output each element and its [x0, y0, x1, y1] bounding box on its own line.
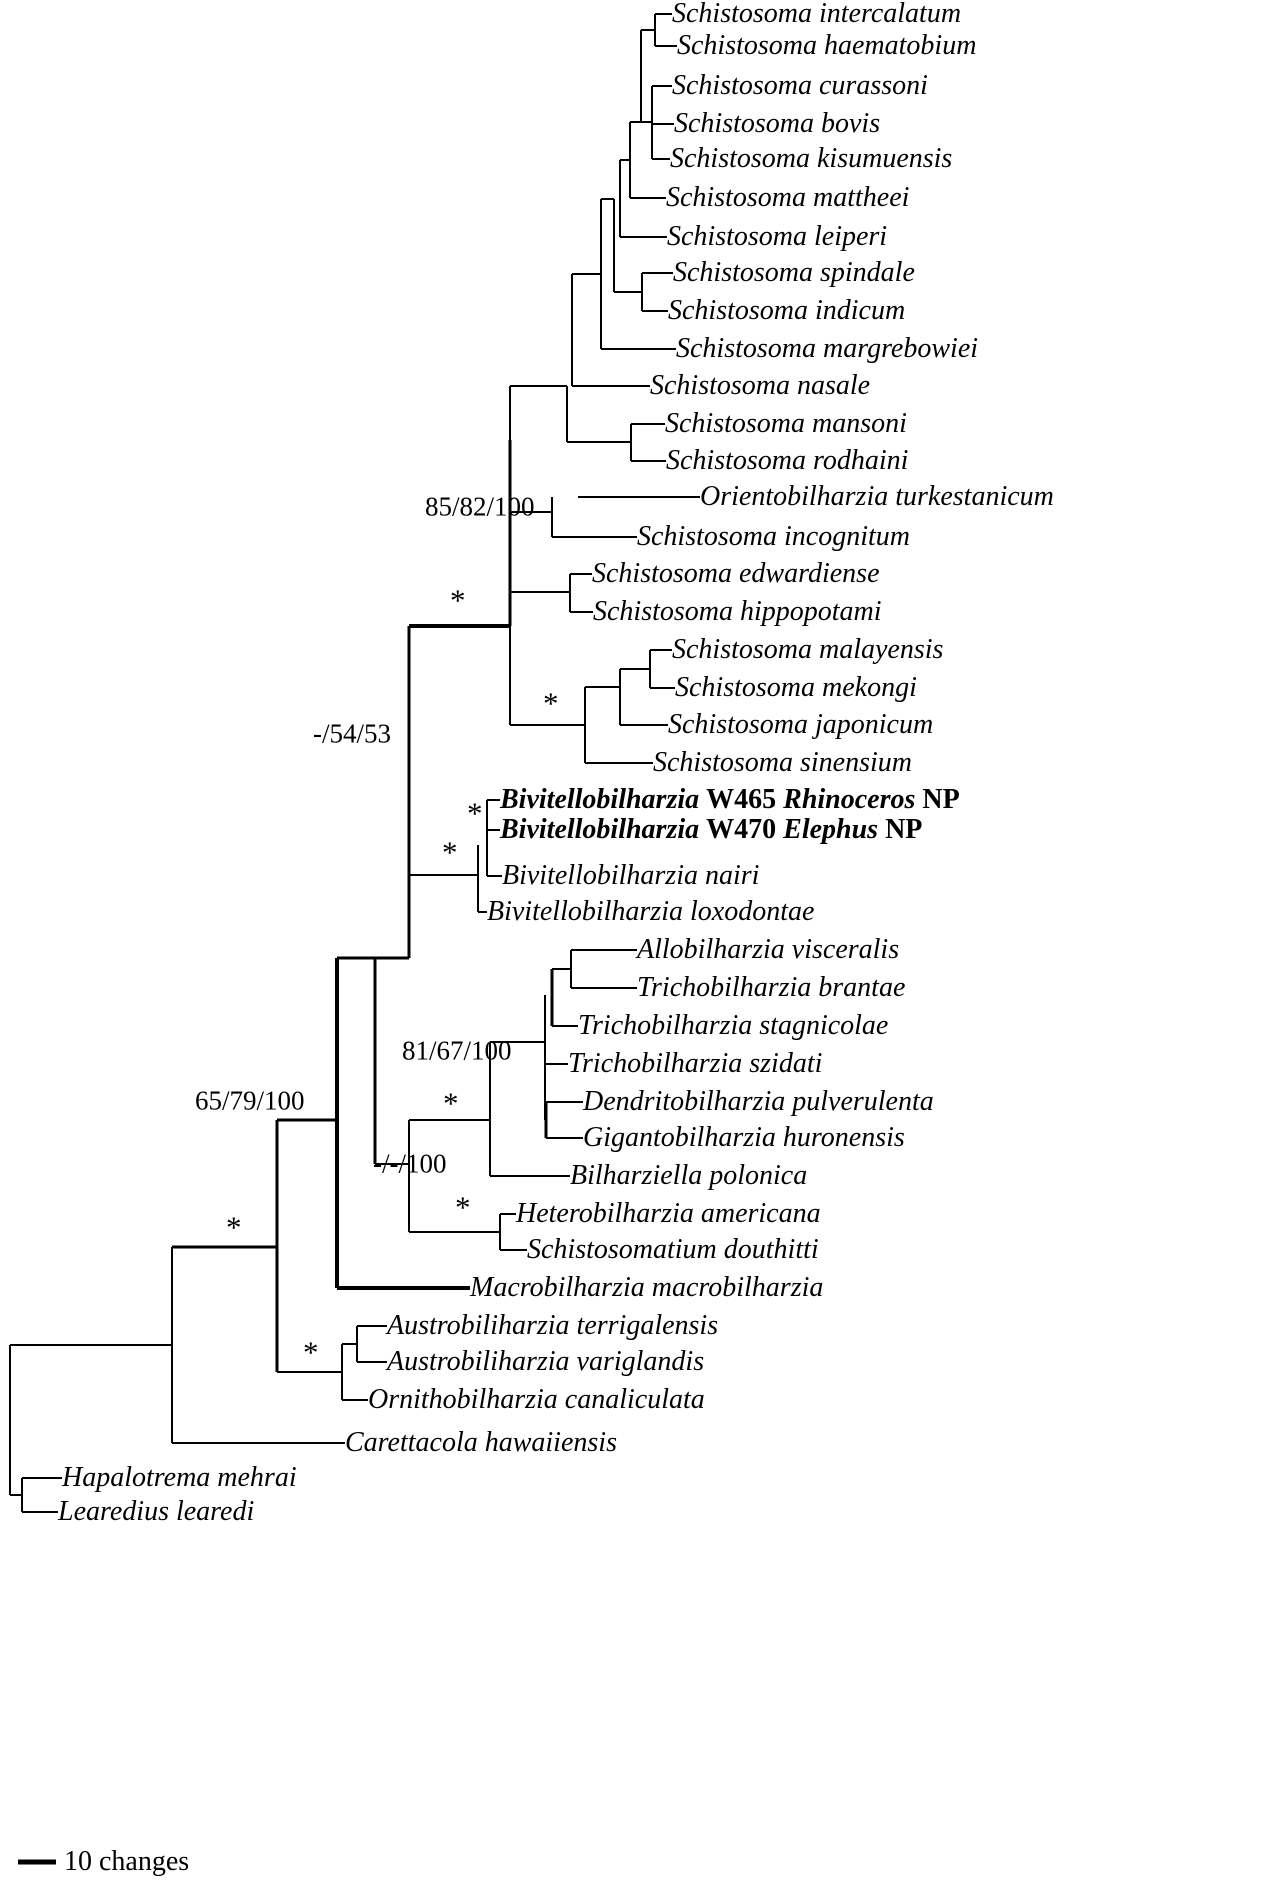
taxon-label-schistosoma-nasale: Schistosoma nasale [650, 370, 871, 401]
taxon-label-segment: NP [885, 814, 923, 845]
taxon-label-gigantobilharzia-huronensis: Gigantobilharzia huronensis [583, 1122, 905, 1153]
branch-support-label-54-53: -/54/53 [313, 718, 391, 749]
taxon-label-bivitellobilharzia-w465-rhinoceros-np: Bivitellobilharzia W465 Rhinoceros NP [500, 786, 960, 814]
taxon-label-bivitellobilharzia-loxodontae: Bivitellobilharzia loxodontae [487, 896, 815, 927]
scale-bar-label: 10 changes [64, 1846, 190, 1877]
taxon-label-schistosoma-sinensium: Schistosoma sinensium [653, 747, 912, 778]
taxon-label-schistosoma-leiperi: Schistosoma leiperi [667, 221, 888, 252]
taxon-label-schistosoma-kisumuensis: Schistosoma kisumuensis [670, 143, 953, 174]
taxon-label-schistosoma-incognitum: Schistosoma incognitum [637, 521, 910, 552]
taxon-label-hapalotrema-mehrai: Hapalotrema mehrai [62, 1462, 297, 1493]
taxon-label-schistosoma-mattheei: Schistosoma mattheei [666, 182, 910, 213]
branch-support-asterisk: * [443, 1085, 459, 1121]
branch-support-asterisk: * [226, 1209, 242, 1245]
branch-support-label-85-82-100: 85/82/100 [425, 491, 535, 522]
taxon-label-schistosoma-indicum: Schistosoma indicum [668, 295, 906, 326]
taxon-label-bivitellobilharzia-nairi: Bivitellobilharzia nairi [502, 860, 760, 891]
taxon-label-trichobilharzia-szidati: Trichobilharzia szidati [568, 1048, 823, 1079]
branch-support-label-100: -/-/100 [373, 1148, 447, 1179]
branch-support-label-81-67-100: 81/67/100 [402, 1035, 512, 1066]
taxon-label-orientobilharzia-turkestanicum: Orientobilharzia turkestanicum [700, 481, 1054, 512]
branch-support-label-65-79-100: 65/79/100 [195, 1085, 305, 1116]
taxon-label-dendritobilharzia-pulverulenta: Dendritobilharzia pulverulenta [583, 1086, 934, 1117]
taxon-label-austrobiliharzia-terrigalensis: Austrobiliharzia terrigalensis [387, 1310, 719, 1341]
taxon-label-segment: W470 [706, 814, 784, 845]
branch-support-asterisk: * [455, 1189, 471, 1225]
branch-support-asterisk: * [303, 1334, 319, 1370]
taxon-label-trichobilharzia-stagnicolae: Trichobilharzia stagnicolae [578, 1010, 889, 1041]
taxon-label-learedius-learedi: Learedius learedi [58, 1496, 255, 1527]
taxon-label-schistosoma-japonicum: Schistosoma japonicum [668, 709, 934, 740]
branch-support-asterisk: * [450, 582, 466, 618]
taxon-label-schistosoma-haematobium: Schistosoma haematobium [677, 30, 977, 61]
taxon-label-trichobilharzia-brantae: Trichobilharzia brantae [637, 972, 906, 1003]
taxon-label-bivitellobilharzia-w470-elephus-np: Bivitellobilharzia W470 Elephus NP [500, 816, 922, 844]
taxon-label-macrobilharzia-macrobilharzia: Macrobilharzia macrobilharzia [470, 1272, 824, 1303]
taxon-label-segment: Bivitellobilharzia [500, 814, 707, 845]
branch-support-asterisk: * [543, 685, 559, 721]
taxon-label-schistosoma-margrebowiei: Schistosoma margrebowiei [676, 333, 979, 364]
taxon-label-schistosoma-intercalatum: Schistosoma intercalatum [672, 0, 962, 29]
taxon-label-schistosoma-curassoni: Schistosoma curassoni [672, 70, 928, 101]
taxon-label-schistosomatium-douthitti: Schistosomatium douthitti [527, 1234, 819, 1265]
branch-support-asterisk: * [467, 795, 483, 831]
taxon-label-ornithobilharzia-canaliculata: Ornithobilharzia canaliculata [368, 1384, 705, 1415]
taxon-label-schistosoma-spindale: Schistosoma spindale [673, 257, 915, 288]
taxon-label-segment: W465 [706, 784, 784, 815]
taxon-label-schistosoma-bovis: Schistosoma bovis [674, 108, 881, 139]
taxon-label-schistosoma-mekongi: Schistosoma mekongi [675, 672, 917, 703]
taxon-label-heterobilharzia-americana: Heterobilharzia americana [516, 1198, 821, 1229]
taxon-label-bilharziella-polonica: Bilharziella polonica [570, 1160, 808, 1191]
branch-support-asterisk: * [442, 834, 458, 870]
taxon-label-schistosoma-malayensis: Schistosoma malayensis [672, 634, 944, 665]
taxon-label-segment: Bivitellobilharzia [500, 784, 707, 815]
taxon-label-schistosoma-mansoni: Schistosoma mansoni [665, 408, 907, 439]
taxon-label-segment: NP [922, 784, 960, 815]
taxon-label-allobilharzia-visceralis: Allobilharzia visceralis [637, 934, 900, 965]
taxon-label-carettacola-hawaiiensis: Carettacola hawaiiensis [345, 1427, 617, 1458]
taxon-label-schistosoma-edwardiense: Schistosoma edwardiense [592, 558, 880, 589]
taxon-label-segment: Rhinoceros [783, 784, 923, 815]
taxon-label-schistosoma-hippopotami: Schistosoma hippopotami [593, 596, 882, 627]
taxon-label-segment: Elephus [783, 814, 886, 845]
taxon-label-austrobiliharzia-variglandis: Austrobiliharzia variglandis [387, 1346, 705, 1377]
taxon-label-schistosoma-rodhaini: Schistosoma rodhaini [666, 445, 909, 476]
